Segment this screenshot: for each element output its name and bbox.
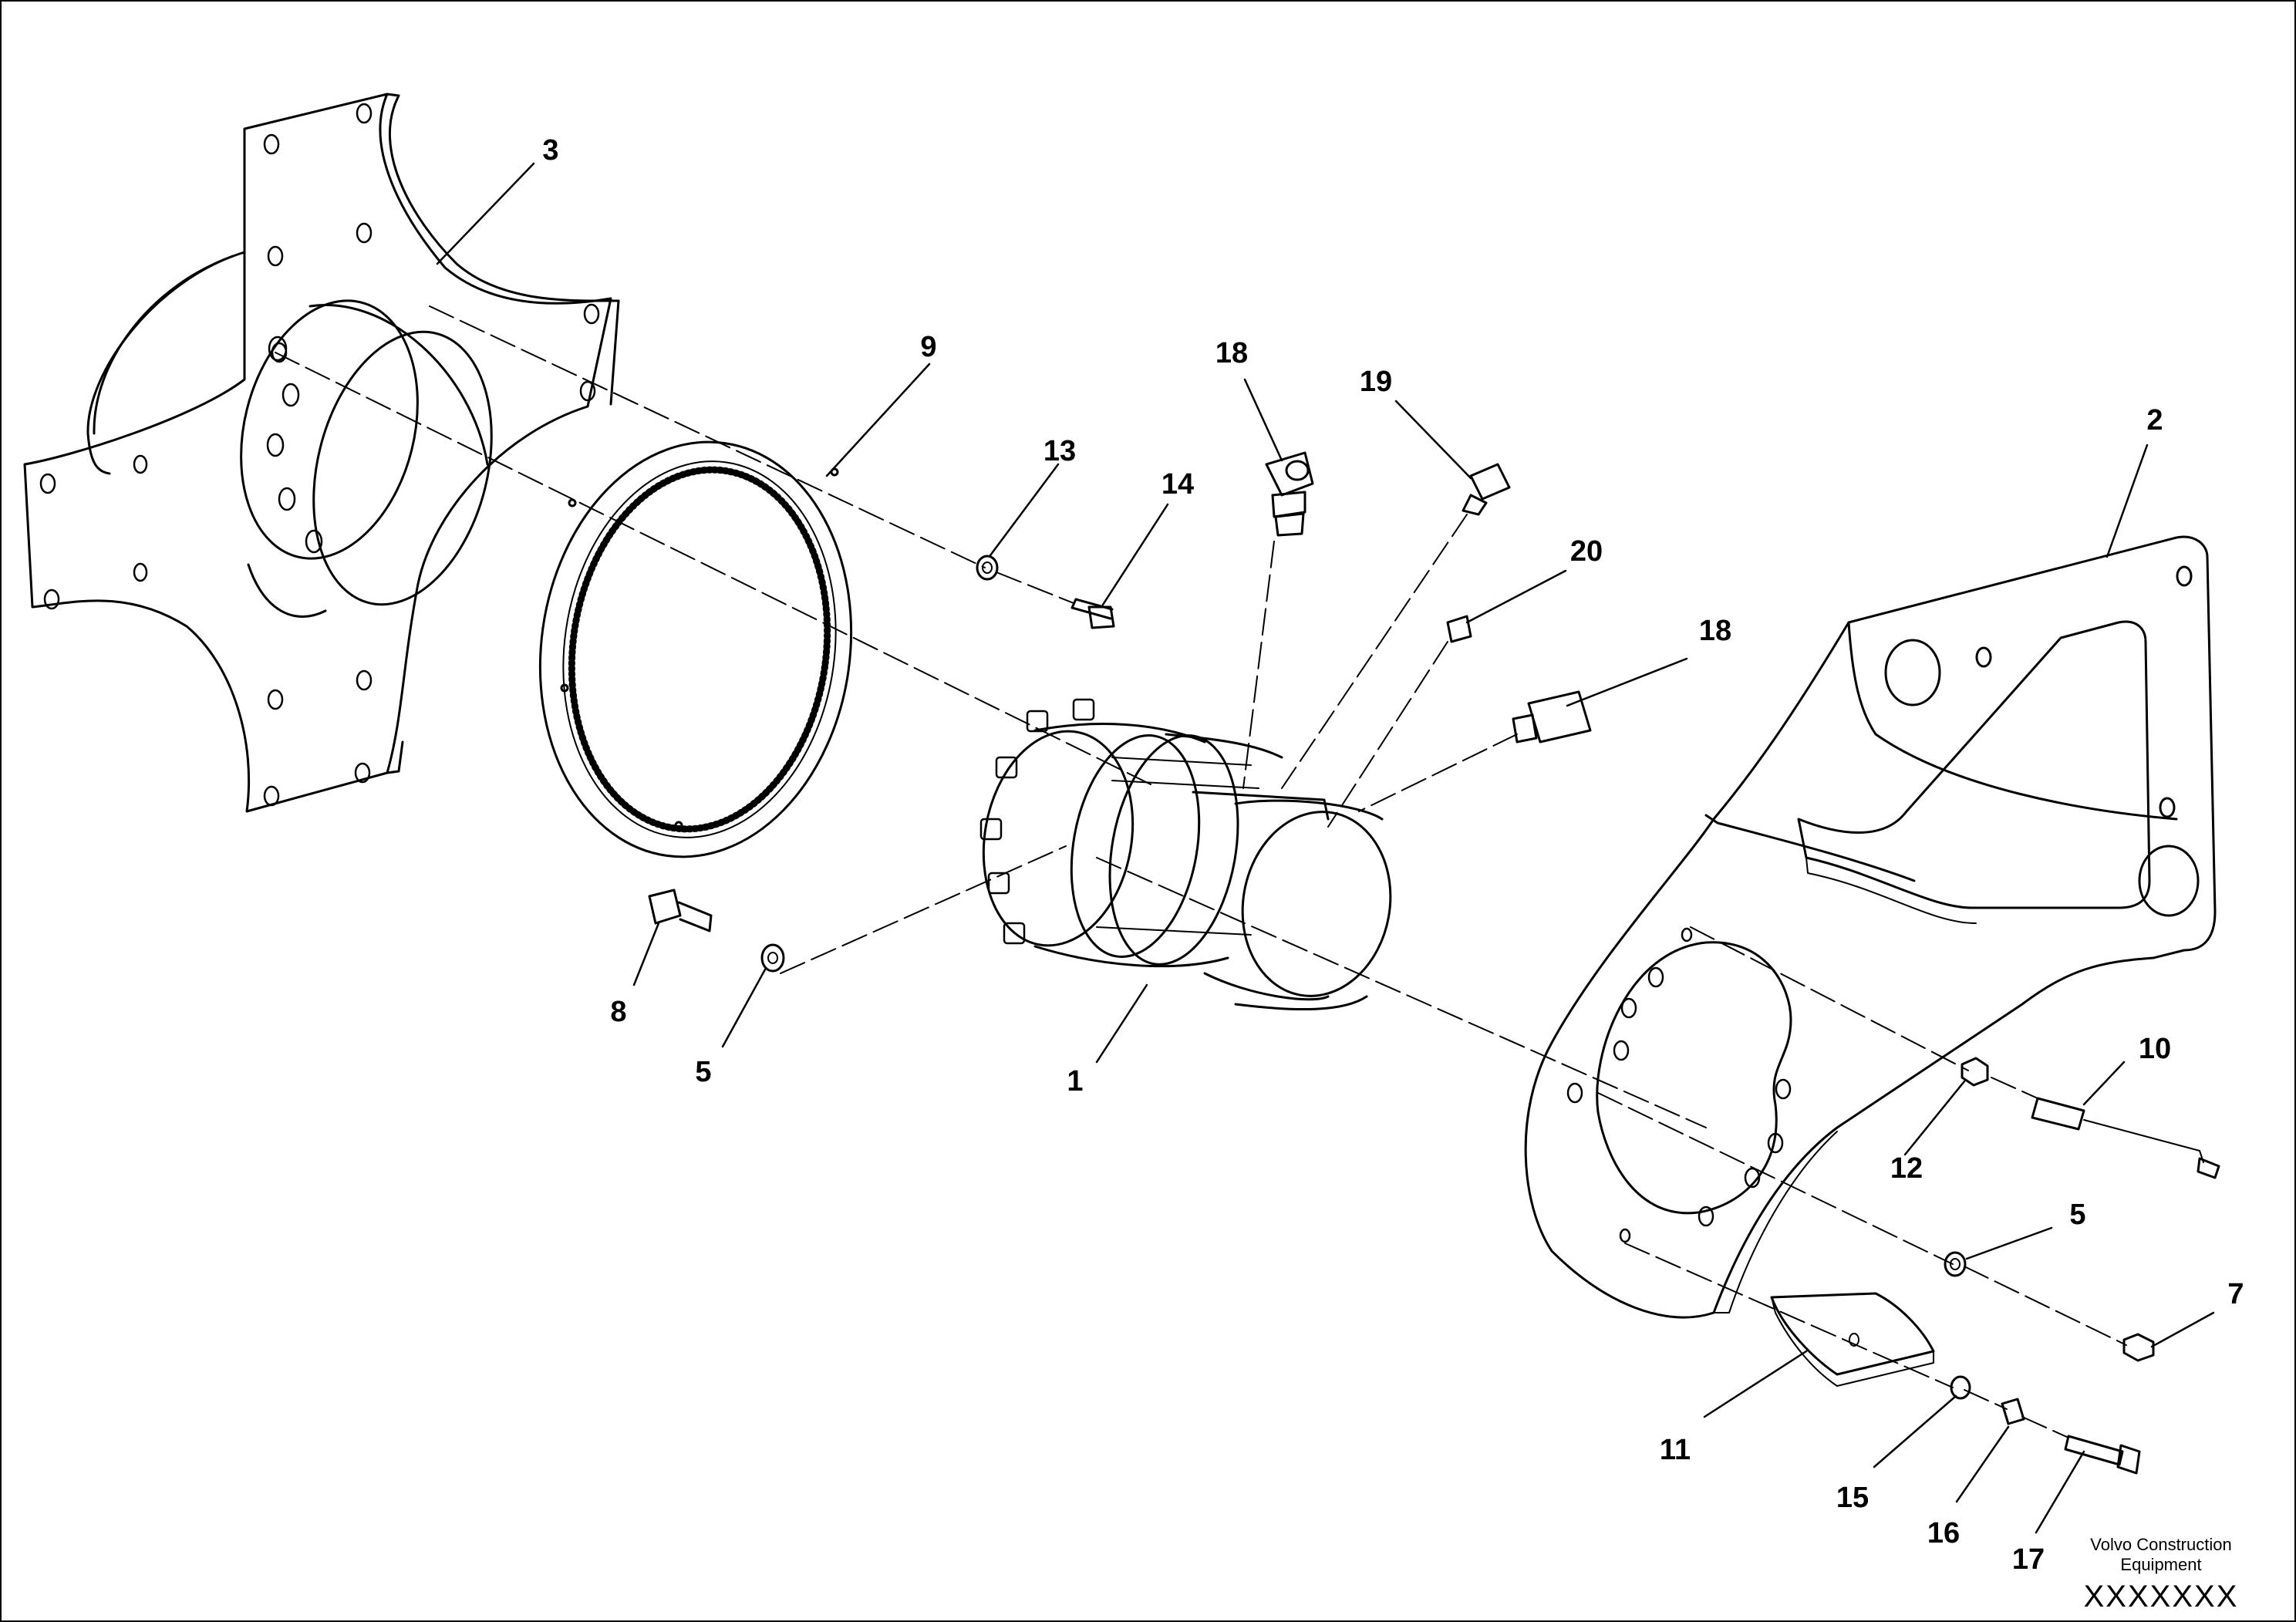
leader-20	[1465, 569, 1567, 624]
callout-3: 3	[542, 134, 558, 167]
leader-9	[825, 363, 931, 477]
title-block: Volvo Construction Equipment XXXXXXX	[2076, 1535, 2246, 1614]
callout-17: 17	[2012, 1543, 2045, 1576]
leader-18a	[1243, 378, 1283, 462]
callout-11: 11	[1660, 1434, 1691, 1466]
callout-2: 2	[2146, 404, 2163, 437]
leader-3	[436, 162, 535, 265]
callout-13: 13	[1043, 435, 1076, 467]
leader-10	[2082, 1061, 2126, 1106]
wear-plate-part-11	[1770, 1292, 1935, 1387]
bolt-part-17	[2064, 1435, 2141, 1475]
callout-5-right: 5	[2069, 1199, 2085, 1231]
callout-9: 9	[920, 331, 936, 363]
leader-lines	[436, 162, 2215, 1534]
callout-5-left: 5	[695, 1056, 711, 1088]
callout-18-top: 18	[1215, 337, 1248, 369]
leader-2	[2106, 443, 2149, 558]
bolt-part-8	[648, 889, 713, 932]
callout-labels: 3 9 18 19 13 14 2 20 18 8 5 1 10 12 5 7 …	[542, 134, 2244, 1576]
fitting-part-18-side	[1512, 690, 1592, 744]
flange-plate-part-3	[23, 93, 620, 813]
hub-motor-part-1	[979, 698, 1392, 1011]
leader-1	[1095, 983, 1148, 1064]
callout-10: 10	[2139, 1033, 2171, 1065]
manufacturer-line-2: Equipment	[2120, 1555, 2202, 1574]
washer-part-13	[976, 555, 999, 581]
leader-11	[1703, 1350, 1808, 1418]
mounting-bracket-part-2	[1524, 535, 2217, 1319]
fitting-part-18-top	[1265, 451, 1314, 537]
leader-16	[1955, 1425, 2010, 1503]
washer-part-15	[1950, 1375, 1971, 1400]
callout-20: 20	[1570, 535, 1603, 568]
drawing-code: XXXXXXX	[2083, 1580, 2239, 1614]
washer-part-5-left	[760, 943, 785, 973]
elbow-fitting-part-19	[1462, 463, 1511, 516]
nut-part-12	[1961, 1057, 1989, 1087]
callout-12: 12	[1890, 1152, 1923, 1185]
manufacturer-line-1: Volvo Construction	[2090, 1535, 2232, 1554]
leader-5a	[721, 968, 767, 1048]
leader-5b	[1965, 1226, 2053, 1260]
leader-18b	[1566, 657, 1688, 707]
washer-part-5-right	[1944, 1251, 1967, 1277]
sensor-part-10	[2031, 1097, 2220, 1179]
leader-13	[989, 463, 1060, 557]
assembly-axis-lines	[275, 305, 2127, 1438]
leader-8	[632, 922, 660, 986]
bolt-part-14	[1070, 598, 1115, 629]
leader-12	[1903, 1080, 1966, 1156]
toothed-ring-part-9	[538, 440, 853, 858]
leader-14	[1101, 503, 1169, 606]
spacer-part-16	[2001, 1398, 2025, 1425]
callout-7: 7	[2227, 1278, 2244, 1310]
callout-8: 8	[610, 996, 626, 1028]
nipple-part-20	[1446, 615, 1472, 643]
leader-17	[2035, 1450, 2085, 1534]
callout-19: 19	[1360, 366, 1392, 398]
callout-16: 16	[1927, 1517, 1960, 1549]
callout-1: 1	[1067, 1065, 1083, 1098]
callout-15: 15	[1836, 1482, 1869, 1514]
callout-18-side: 18	[1699, 615, 1731, 647]
callout-14: 14	[1161, 468, 1194, 501]
leader-19	[1394, 400, 1472, 480]
leader-15	[1873, 1394, 1957, 1469]
leader-7	[2150, 1311, 2215, 1348]
nut-part-7	[2122, 1333, 2155, 1362]
